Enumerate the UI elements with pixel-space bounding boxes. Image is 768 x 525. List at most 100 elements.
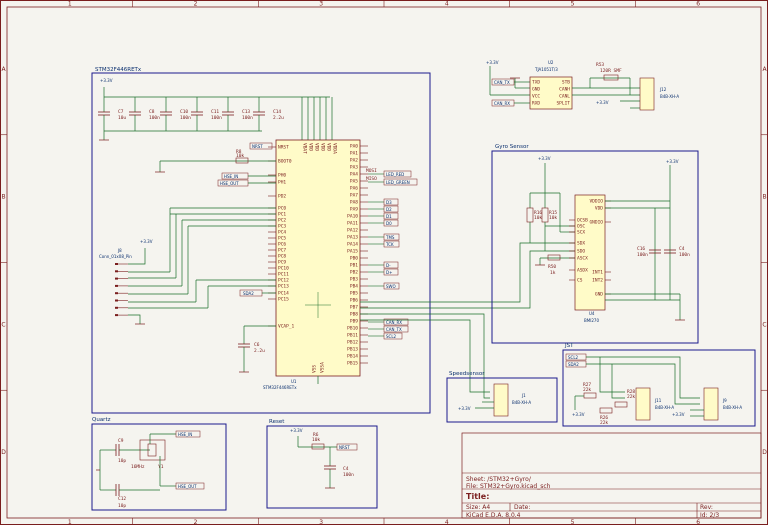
mcu-ref: U1 <box>291 379 297 384</box>
net-label[interactable]: D- <box>368 261 399 269</box>
svg-text:+3.3V: +3.3V <box>290 428 303 433</box>
gyro-pin-label: VDD <box>595 206 603 212</box>
net-label[interactable]: TCK <box>368 240 400 248</box>
mcu-pin-label: PB6 <box>350 298 358 304</box>
net-label[interactable]: LED_GREEN <box>368 178 418 186</box>
gyro-pin-label: ASCX <box>577 256 588 262</box>
svg-text:C12: C12 <box>118 496 126 502</box>
svg-text:HSE_IN: HSE_IN <box>224 174 238 179</box>
resistor-r28 <box>614 401 628 408</box>
mcu-top-pin-label: VDD <box>308 143 314 151</box>
net-label-nrst-mcu[interactable]: NRST <box>249 142 273 150</box>
mcu-pin-label: PA3 <box>350 165 358 171</box>
mcu-pin-label: PA8 <box>350 200 358 206</box>
mcu-pin-label: PC2 <box>278 218 286 224</box>
gyro-chip-body[interactable] <box>574 194 606 311</box>
svg-text:U4: U4 <box>589 311 595 316</box>
gyro-pin-label: INT2 <box>592 278 603 284</box>
mcu-pin-label: PA6 <box>350 186 358 192</box>
border-row-marker: B <box>762 194 766 201</box>
net-label-hse-out-quartz[interactable]: HSE_OUT <box>175 482 205 490</box>
border-col-marker: 3 <box>319 519 323 525</box>
title-block-sheet: Sheet: /STM32+Gyro/ <box>466 476 532 483</box>
svg-text:U2: U2 <box>548 60 554 65</box>
net-label[interactable]: D+ <box>368 268 399 276</box>
net-label-hse-in-quartz[interactable]: HSE_IN <box>175 430 201 438</box>
connector-j8[interactable]: J8 Conn_01x08_Pin +3.3V <box>99 239 153 325</box>
svg-text:+3.3V: +3.3V <box>672 412 685 417</box>
svg-text:22k: 22k <box>600 420 608 426</box>
connector-j9-body[interactable] <box>703 387 719 421</box>
speedsensor-group[interactable]: Speedsensor J1 B4B-XH-A +3.3V <box>446 371 558 423</box>
mcu-pin-label: PC4 <box>278 230 286 236</box>
mcu-top-pin-label: VDDA <box>332 143 338 154</box>
mcu-pin-label: PC1 <box>278 212 286 218</box>
net-label[interactable]: SWO <box>368 282 400 290</box>
svg-text:J8: J8 <box>117 248 122 253</box>
mcu-pin-label: PC7 <box>278 248 286 254</box>
gyro-sensor-group[interactable]: Gyro Sensor +3.3V +3.3V R16 10k R15 10k … <box>491 144 699 344</box>
net-label[interactable]: TMS <box>368 233 400 241</box>
jst-group[interactable]: JST SCL2 SDA2 R27 22k R28 22k R26 22k +3… <box>562 343 756 427</box>
svg-text:R28: R28 <box>627 389 635 395</box>
can-chip-body[interactable] <box>529 76 573 110</box>
svg-text:TCK: TCK <box>385 242 394 247</box>
mcu-chip-body[interactable] <box>275 139 361 377</box>
gyro-title: Gyro Sensor <box>495 144 529 150</box>
can-transceiver[interactable]: +3.3V CAN_TX CAN_RX U2 TJA1051T/3 TXDGND… <box>486 60 679 111</box>
mcu-pin-label: PC12 <box>278 278 289 284</box>
mcu-pin-label: PC9 <box>278 260 286 266</box>
connector-j12-body[interactable] <box>639 77 655 111</box>
cap-ref: C7 <box>118 109 124 115</box>
mcu-top-pin-label: VDD <box>326 143 332 151</box>
mcu-pin-label: PB12 <box>347 340 358 346</box>
can-pin-label: TXD <box>532 80 540 86</box>
svg-text:LED_GREEN: LED_GREEN <box>386 180 410 185</box>
mcu-pin-label: PA13 <box>347 235 358 241</box>
mcu-pin-label: PB10 <box>347 326 358 332</box>
mcu-pin-label: BOOT0 <box>278 159 292 165</box>
title-block-id: Id: 2/3 <box>700 512 719 519</box>
quartz-group[interactable]: Quartz C9 10p C12 10p 16MHz Y1 HSE_IN HS… <box>91 417 227 511</box>
svg-text:R6: R6 <box>313 432 319 438</box>
net-label[interactable]: D3 <box>368 198 399 206</box>
net-label-nrst-reset[interactable]: NRST <box>336 443 358 451</box>
net-label[interactable]: SCL2 <box>368 332 403 340</box>
mcu-power-label: +3.3V <box>100 78 113 83</box>
cap-value: 100n <box>180 115 191 121</box>
mcu-pin-label: PC8 <box>278 254 286 260</box>
net-label[interactable]: D2 <box>368 205 399 213</box>
border-col-marker: 4 <box>445 1 449 8</box>
svg-text:D0: D0 <box>386 221 392 226</box>
connector-j11-body[interactable] <box>635 387 651 421</box>
svg-text:100n: 100n <box>679 252 690 258</box>
gyro-group-box <box>491 150 699 344</box>
net-label[interactable]: CAN_TX <box>368 325 409 333</box>
r8-value: 10k <box>236 153 244 159</box>
can-pin-label: CANH <box>559 87 570 93</box>
svg-text:16MHz: 16MHz <box>131 464 145 470</box>
svg-text:R26: R26 <box>600 415 608 421</box>
svg-text:D+: D+ <box>386 270 392 275</box>
net-label[interactable]: D1 <box>368 212 399 220</box>
net-label[interactable]: LED_RED <box>368 170 412 178</box>
net-label[interactable]: CAN_RX <box>368 318 409 326</box>
svg-text:NRST: NRST <box>339 445 350 450</box>
net-label[interactable]: D0 <box>368 219 399 227</box>
svg-text:+3.3V: +3.3V <box>458 406 471 411</box>
svg-text:B4B-XH-A: B4B-XH-A <box>723 405 742 410</box>
title-block-title: Title: <box>466 492 489 501</box>
svg-text:B4B-XH-A: B4B-XH-A <box>660 94 679 99</box>
reset-group[interactable]: Reset +3.3V R6 10k C4 100n NRST <box>266 419 378 509</box>
svg-text:NRST: NRST <box>252 144 263 149</box>
mcu-pin-label: PA4 <box>350 172 358 178</box>
svg-text:Reset: Reset <box>269 419 285 425</box>
can-pin-label: CANL <box>559 94 570 100</box>
connector-j1-body[interactable] <box>493 383 509 417</box>
